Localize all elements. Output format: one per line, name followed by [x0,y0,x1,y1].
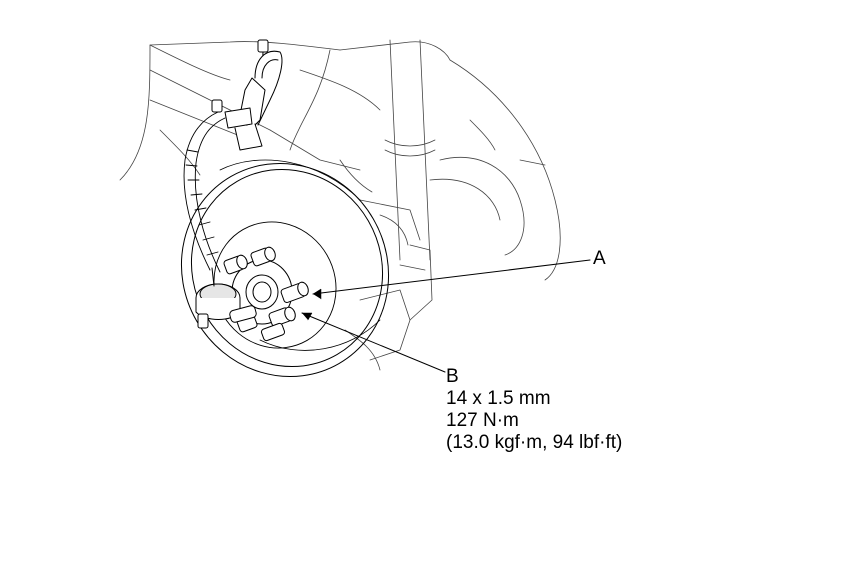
wheel-stud-a [280,281,309,303]
torque-spec-alt-units: (13.0 kgf·m, 94 lbf·ft) [446,432,623,453]
leader-line-a [312,259,591,295]
flexible-gauge-arm [183,111,226,273]
leader-line-b [301,312,446,373]
wheel-stud-b [260,306,296,342]
wheel-studs [223,246,309,342]
stud-size-spec: 14 x 1.5 mm [446,388,551,409]
dial-indicator [195,267,257,329]
torque-spec-block: 14 x 1.5 mm 127 N·m (13.0 kgf·m, 94 lbf·… [446,388,622,454]
locking-pliers [211,39,283,151]
torque-spec-nm: 127 N·m [446,410,519,431]
leader-lines [301,259,591,373]
brake-rotor [180,159,390,378]
callout-label-a: A [593,248,606,269]
suspension-background [119,39,561,371]
callout-label-b: B [446,366,459,387]
